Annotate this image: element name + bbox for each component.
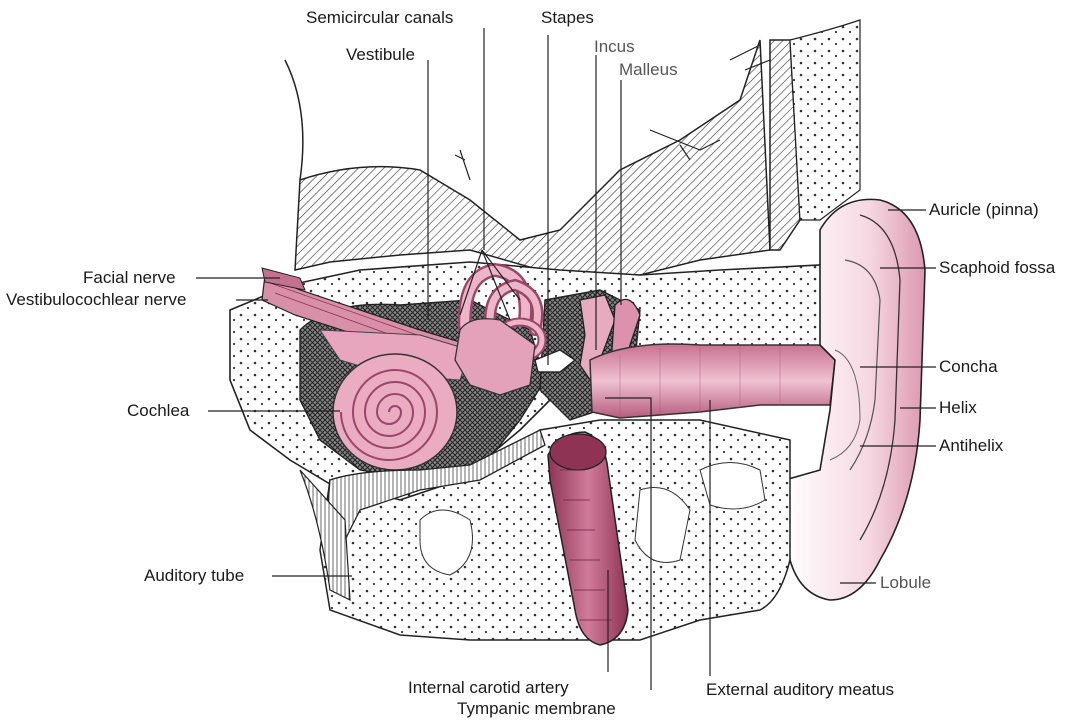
label-facial-nerve: Facial nerve <box>83 268 176 288</box>
label-vestibule: Vestibule <box>346 45 415 65</box>
external-auditory-meatus-shape <box>590 344 835 418</box>
skull-vault <box>295 40 770 280</box>
label-incus: Incus <box>594 37 635 57</box>
label-cochlea: Cochlea <box>127 401 189 421</box>
label-concha: Concha <box>939 357 998 377</box>
label-auditory-tube: Auditory tube <box>144 566 244 586</box>
label-helix: Helix <box>939 398 977 418</box>
label-antihelix: Antihelix <box>939 436 1003 456</box>
label-semicircular-canals: Semicircular canals <box>306 8 453 28</box>
label-lobule: Lobule <box>880 573 931 593</box>
label-stapes: Stapes <box>541 8 594 28</box>
label-malleus: Malleus <box>619 60 678 80</box>
label-external-auditory-meatus: External auditory meatus <box>706 680 894 700</box>
label-scaphoid-fossa: Scaphoid fossa <box>939 258 1055 278</box>
cochlea-shape <box>333 354 457 470</box>
label-auricle: Auricle (pinna) <box>929 200 1039 220</box>
label-vestibulocochlear-nerve: Vestibulocochlear nerve <box>6 290 187 310</box>
label-internal-carotid-artery: Internal carotid artery <box>408 678 569 698</box>
label-tympanic-membrane: Tympanic membrane <box>457 699 616 719</box>
